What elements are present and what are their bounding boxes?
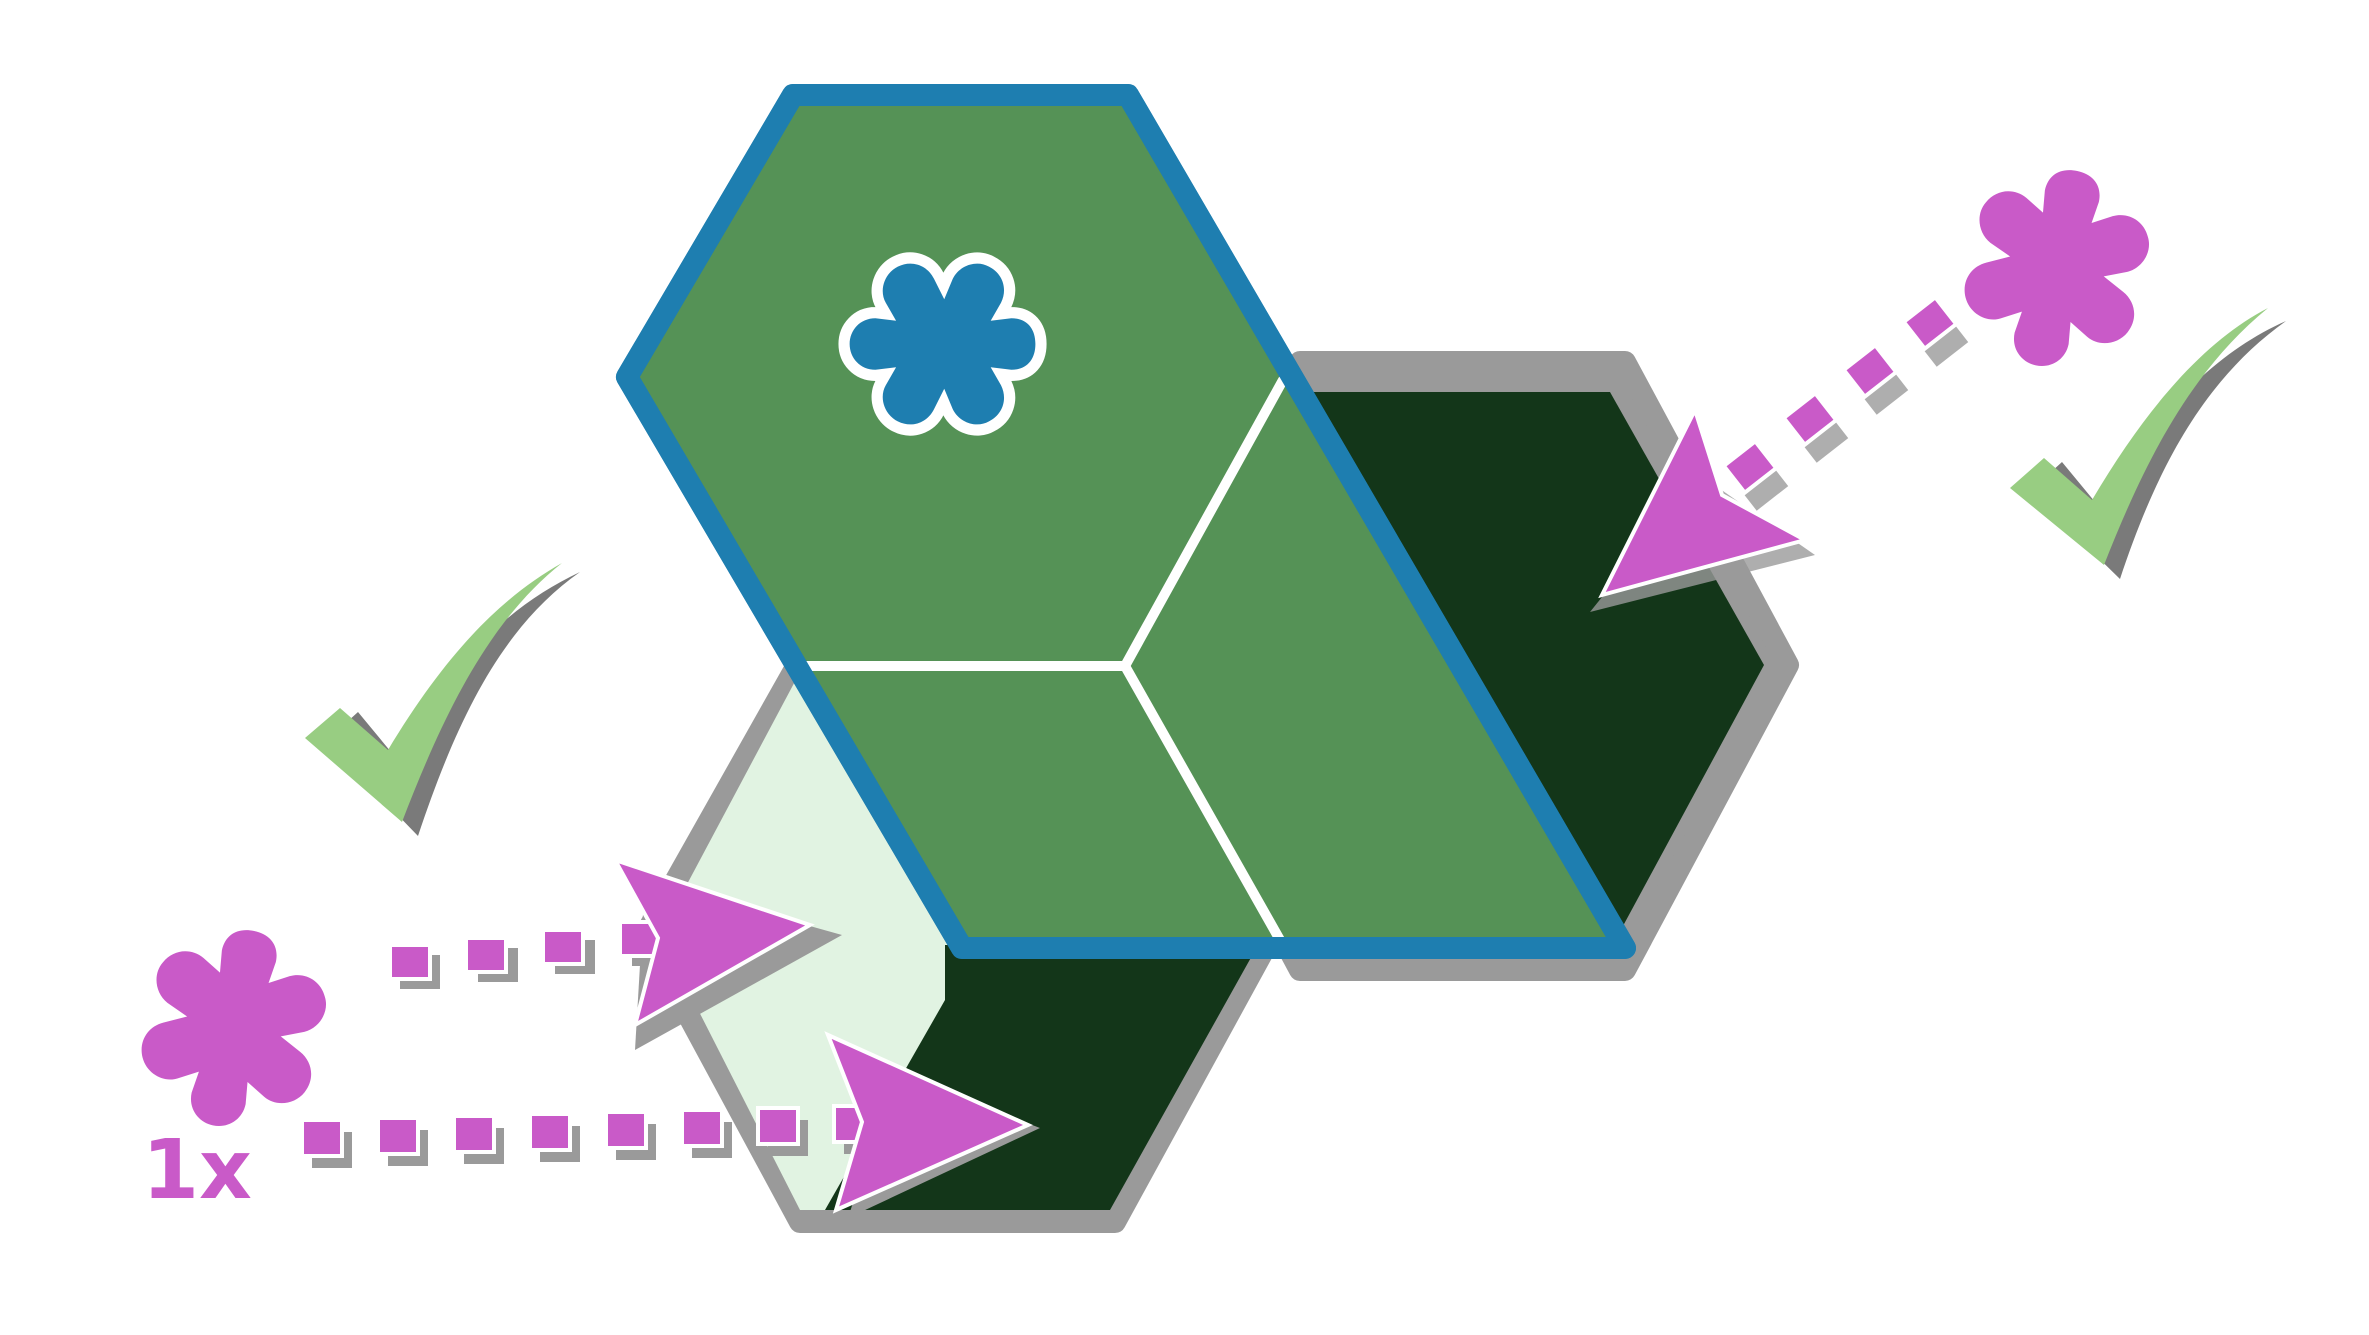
flower-token-icon	[850, 264, 1036, 425]
multiplier-label: 1x	[142, 1123, 252, 1218]
flower-token-icon	[128, 913, 339, 1144]
dashed-arrow-icon	[388, 856, 842, 1050]
dashed-arrow-icon	[300, 1031, 1040, 1218]
checkmark-icon	[305, 563, 580, 836]
checkmark-icon	[2010, 308, 2286, 579]
highlighted-hex-outline	[616, 84, 1636, 959]
tile-divider-lower	[1120, 661, 1285, 945]
flower-token-icon	[1951, 153, 2162, 384]
dashed-arrow-icon	[1590, 294, 1969, 612]
